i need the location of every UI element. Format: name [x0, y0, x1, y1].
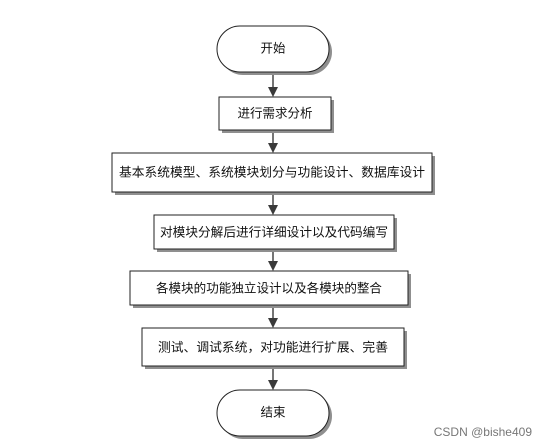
- arrow-head: [268, 143, 278, 153]
- watermark: CSDN @bishe409: [433, 425, 532, 439]
- node-step5-label: 测试、调试系统，对功能进行扩展、完善: [158, 340, 388, 355]
- node-end: 结束: [216, 389, 332, 439]
- edge-start-step1: [268, 73, 278, 97]
- arrow-head: [268, 87, 278, 97]
- arrow-head: [268, 261, 278, 271]
- node-start: 开始: [216, 25, 332, 75]
- node-step4: 各模块的功能独立设计以及各模块的整合: [129, 270, 411, 308]
- arrow-head: [268, 205, 278, 215]
- node-end-label: 结束: [260, 405, 286, 420]
- edge-step1-step2: [268, 131, 278, 153]
- edge-step4-step5: [268, 307, 278, 328]
- node-step1: 进行需求分析: [218, 96, 334, 133]
- node-step4-label: 各模块的功能独立设计以及各模块的整合: [156, 281, 382, 296]
- node-step5: 测试、调试系统，对功能进行扩展、完善: [141, 327, 407, 369]
- edge-step2-step3: [268, 194, 278, 215]
- edge-step3-step4: [268, 251, 278, 271]
- node-step3-label: 对模块分解后进行详细设计以及代码编写: [160, 225, 388, 240]
- arrow-head: [268, 318, 278, 328]
- node-step2-label: 基本系统模型、系统模块划分与功能设计、数据库设计: [119, 165, 425, 180]
- edge-step5-end: [268, 369, 278, 390]
- node-step3: 对模块分解后进行详细设计以及代码编写: [153, 214, 397, 252]
- arrow-head: [268, 380, 278, 390]
- node-start-label: 开始: [260, 41, 286, 56]
- node-step1-label: 进行需求分析: [237, 106, 312, 121]
- node-step2: 基本系统模型、系统模块划分与功能设计、数据库设计: [111, 152, 435, 195]
